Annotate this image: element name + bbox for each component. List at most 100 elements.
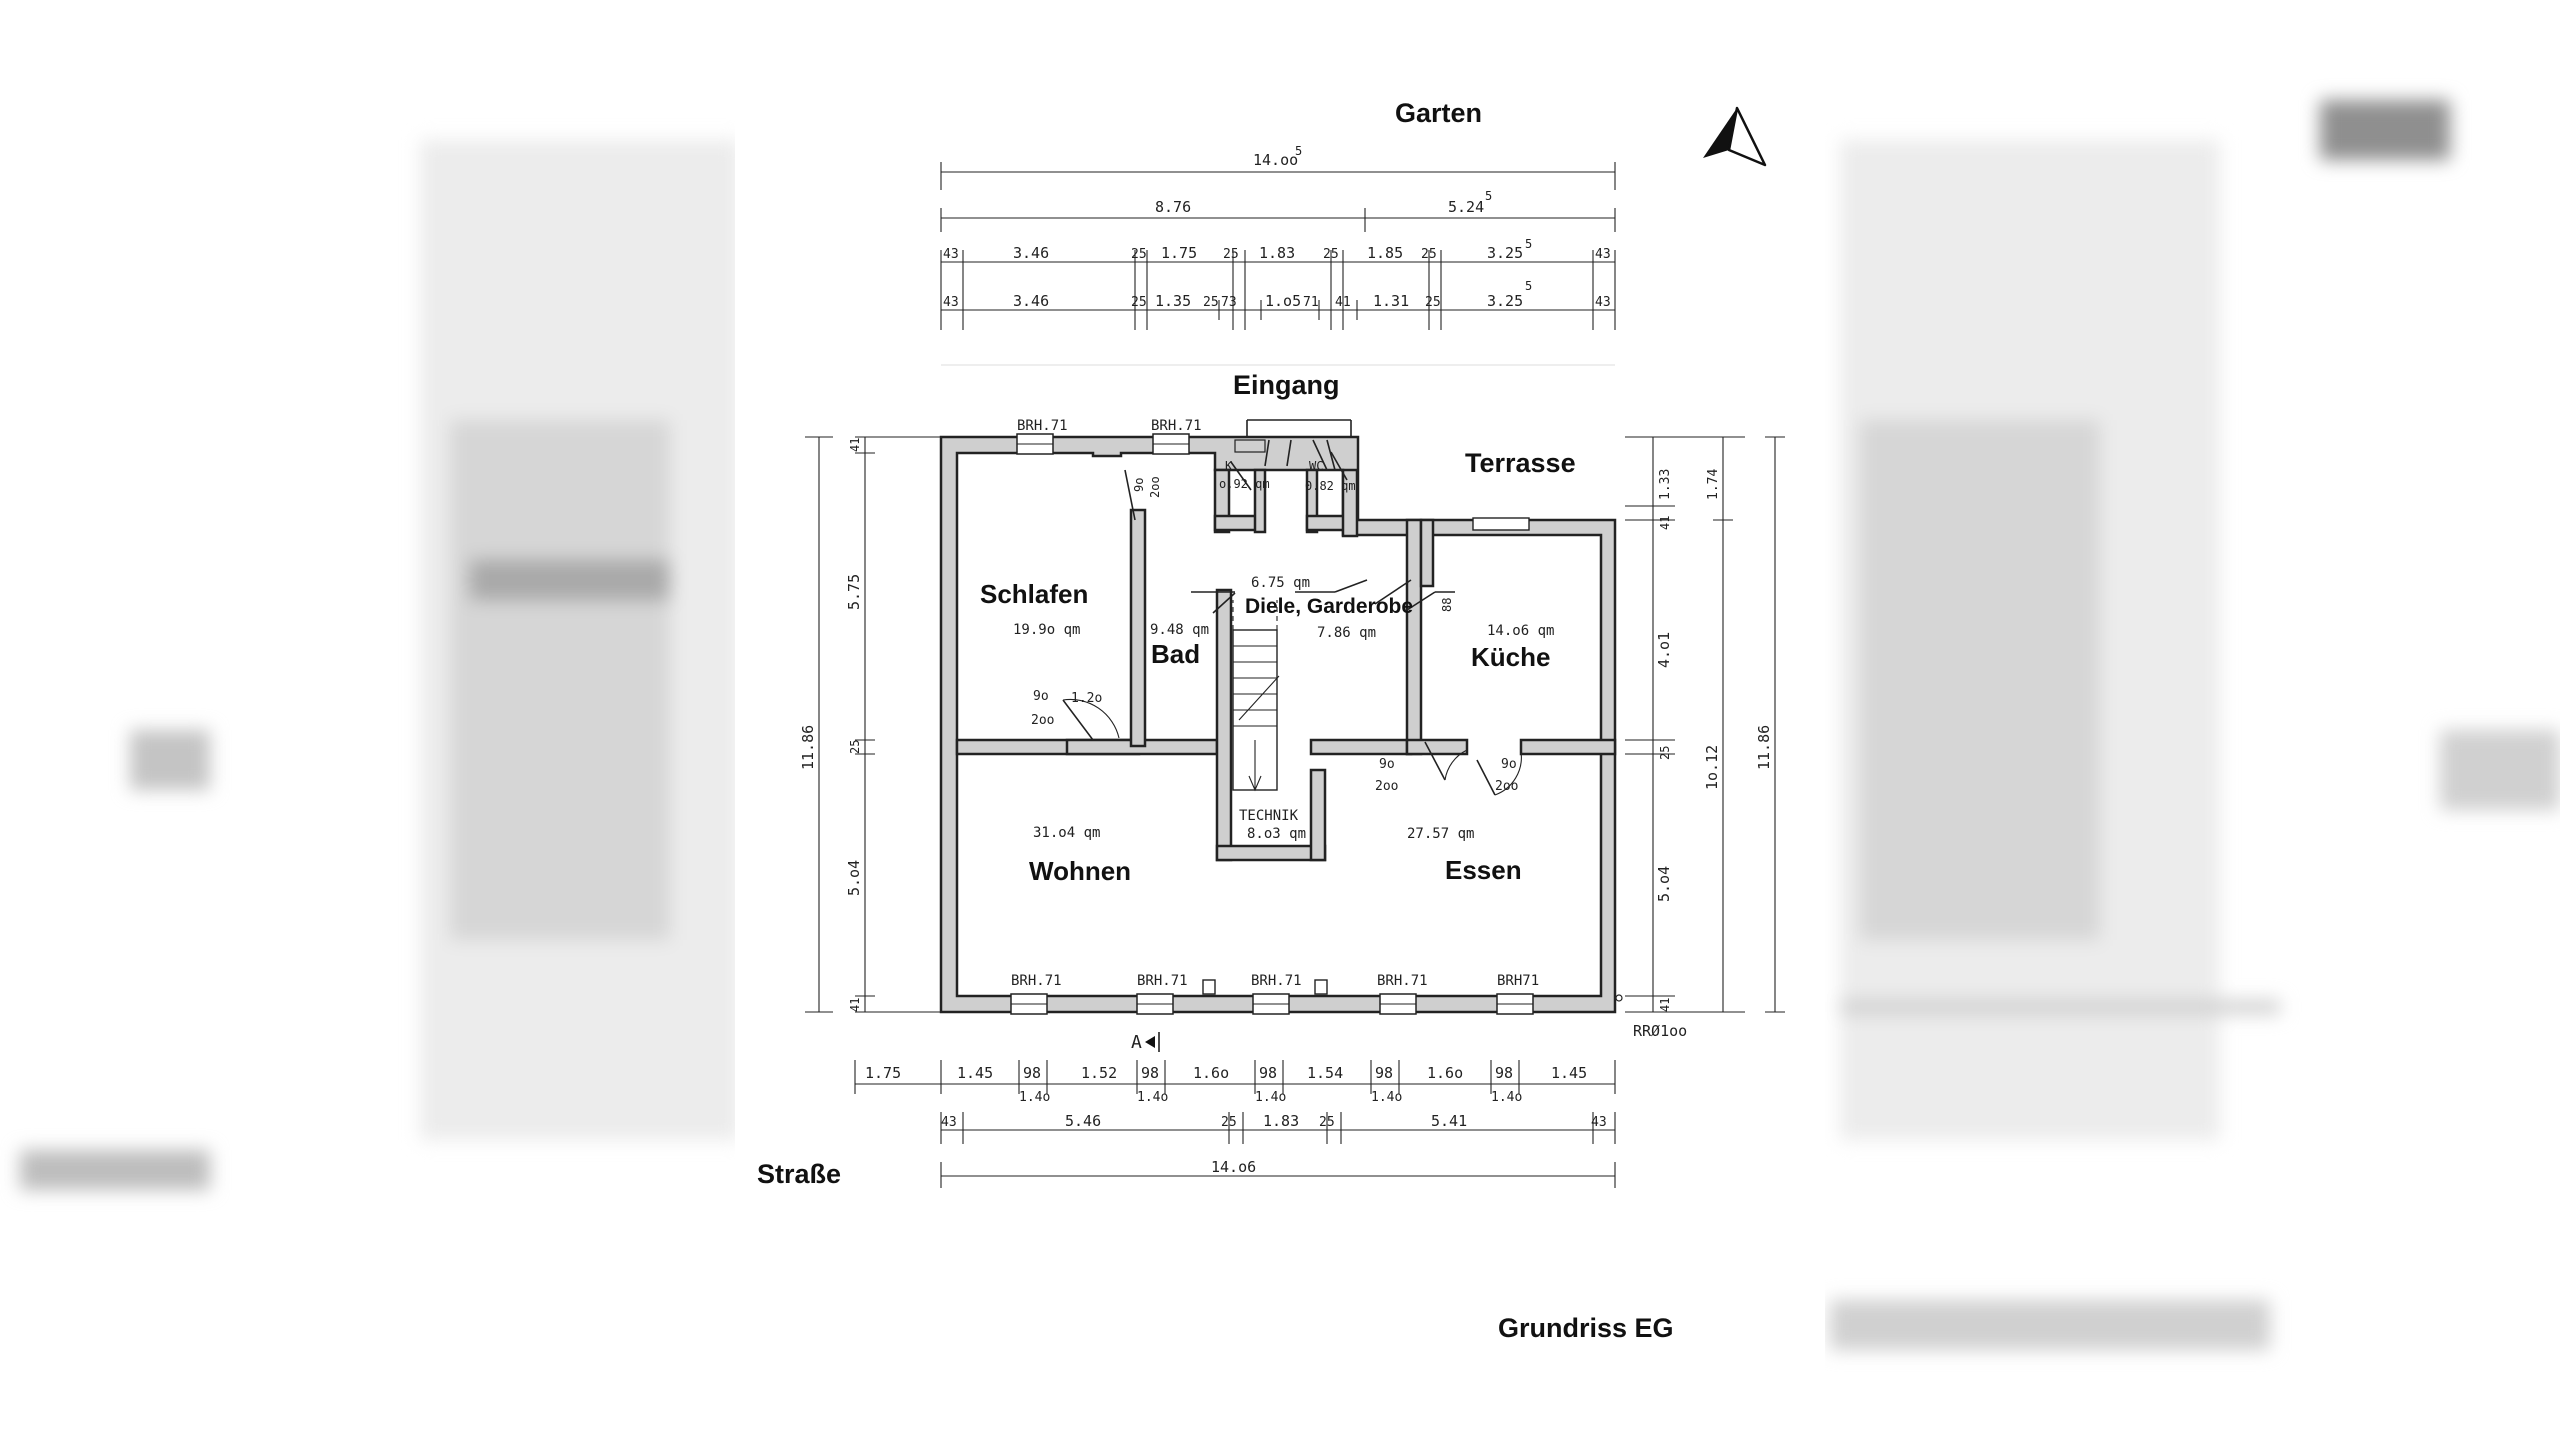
door-schlafen-h: 2oo	[1031, 713, 1054, 728]
bottom-dim2-0: 43	[941, 1115, 957, 1130]
room-wohnen-area: 31.o4 qm	[1033, 825, 1100, 841]
right-dim-2: 4.o1	[1655, 632, 1673, 668]
bottom-dim2-6: 43	[1591, 1115, 1607, 1130]
room-technik-area: 8.o3 qm	[1247, 826, 1306, 842]
bottom-dim-sub-0: 1.4o	[1019, 1090, 1050, 1105]
terrasse-label: Terrasse	[1465, 448, 1576, 478]
dim-row2-2: 25	[1131, 247, 1147, 262]
door-annotations: 9o 2oo 1.2o 9o 2oo 9o 2oo 9o 2oo 88	[1031, 476, 1518, 794]
brh-top-2: BRH.71	[1151, 418, 1202, 434]
right-dim-t1: 1.74	[1706, 469, 1721, 500]
bottom-dim-11: 1.45	[1551, 1064, 1587, 1082]
door-kueche-h: 2oo	[1495, 779, 1518, 794]
dim-row3-1: 3.46	[1013, 292, 1049, 310]
room-k-name: K	[1225, 459, 1233, 473]
left-dim-total: 11.86	[799, 725, 817, 770]
dim-row2-10: 43	[1595, 247, 1611, 262]
room-labels: Schlafen 19.9o qm 9.48 qm Bad 6.75 qm Di…	[980, 459, 1554, 886]
right-dim-1: 1.33	[1658, 469, 1673, 500]
bottom-dim-2: 98	[1023, 1064, 1041, 1082]
room-essen-area: 27.57 qm	[1407, 826, 1474, 842]
bottom-dim-sub-2: 1.4o	[1255, 1090, 1286, 1105]
strasse-label: Straße	[757, 1159, 841, 1189]
door-kueche-side: 88	[1440, 598, 1454, 612]
bottom-dim-total: 14.o6	[1211, 1158, 1256, 1176]
door-kueche-w: 9o	[1501, 757, 1517, 772]
dim-row3-11: 3.25	[1487, 292, 1523, 310]
right-dim-5: 41	[1658, 998, 1672, 1012]
bottom-dim2-3: 1.83	[1263, 1112, 1299, 1130]
windows	[1010, 433, 1534, 1015]
brh-bottom-1: BRH.71	[1011, 973, 1062, 989]
dim-row3-0: 43	[943, 295, 959, 310]
room-kueche-name: Küche	[1471, 642, 1550, 672]
dim-row2-sup: 5	[1525, 237, 1532, 251]
dim-row2-5: 1.83	[1259, 244, 1295, 262]
north-arrow-icon	[1703, 106, 1767, 167]
brh-bottom-3: BRH.71	[1251, 973, 1302, 989]
door-schlafen-x: 1.2o	[1071, 691, 1102, 706]
door-schlafen-w: 9o	[1033, 689, 1049, 704]
right-dim-3: 25	[1658, 746, 1672, 760]
brh-bottom-5: BRH71	[1497, 973, 1539, 989]
dim-row2-4: 25	[1223, 247, 1239, 262]
room-diele-area2: 7.86 qm	[1317, 625, 1376, 641]
title-grundriss: Grundriss EG	[1498, 1313, 1674, 1343]
room-essen-name: Essen	[1445, 855, 1522, 885]
room-k-area: o.92 qm	[1219, 477, 1270, 491]
left-dim-1: 41	[848, 438, 862, 452]
brh-bottom-2: BRH.71	[1137, 973, 1188, 989]
bottom-dim2-1: 5.46	[1065, 1112, 1101, 1130]
left-dim-3: 25	[848, 740, 862, 754]
dim-row3-7: 71	[1303, 295, 1319, 310]
bottom-dim-10: 98	[1495, 1064, 1513, 1082]
room-bad-area: 9.48 qm	[1150, 622, 1209, 638]
dim-row3-9: 1.31	[1373, 292, 1409, 310]
stairs	[1232, 600, 1280, 792]
dim-row2-1: 3.46	[1013, 244, 1049, 262]
dim-row3-4: 25	[1203, 295, 1219, 310]
dim-row2-8: 25	[1421, 247, 1437, 262]
left-dim-4: 5.o4	[845, 860, 863, 896]
dim-row3-5: 73	[1221, 295, 1237, 310]
bottom-dim2-4: 25	[1319, 1115, 1335, 1130]
dim-row3-2: 25	[1131, 295, 1147, 310]
top-dimensions: 14.oo 5 8.76 5.24 5 43 3.46 25 1.75 25 1…	[940, 144, 1616, 330]
bottom-dim-sub-1: 1.4o	[1137, 1090, 1168, 1105]
rr-annotation: RRØ1oo	[1633, 1022, 1687, 1040]
dim-total-top-sup: 5	[1295, 144, 1302, 158]
room-wc-area: 0.82 qm	[1305, 479, 1356, 493]
bottom-dim-sub-4: 1.4o	[1491, 1090, 1522, 1105]
image-viewer[interactable]: 14.oo 5 8.76 5.24 5 43 3.46 25 1.75 25 1…	[735, 0, 1825, 1440]
room-bad-name: Bad	[1151, 639, 1200, 669]
left-dimensions: 11.86 41 5.75 25 5.o4 41	[799, 436, 945, 1013]
room-technik-name: TECHNIK	[1239, 808, 1299, 824]
bottom-dim-9: 1.6o	[1427, 1064, 1463, 1082]
bottom-dim-sub-3: 1.4o	[1371, 1090, 1402, 1105]
eingang-label: Eingang	[1233, 370, 1340, 400]
door-bad-h: 2oo	[1148, 476, 1162, 498]
bottom-dim2-5: 5.41	[1431, 1112, 1467, 1130]
bottom-dimensions: 1.75 1.45 98 1.52 98 1.6o 98 1.54 98 1.6…	[854, 1060, 1616, 1188]
dim-row3-12: 43	[1595, 295, 1611, 310]
room-wohnen-name: Wohnen	[1029, 856, 1131, 886]
door-diele-h: 2oo	[1375, 779, 1398, 794]
walls	[939, 435, 1617, 1014]
room-kueche-area: 14.o6 qm	[1487, 623, 1554, 639]
dim-row1-b: 5.24	[1448, 198, 1484, 216]
dim-row3-10: 25	[1425, 295, 1441, 310]
window-sill-annotations: BRH.71 BRH.71 BRH.71 BRH.71 BRH.71 BRH.7…	[1011, 418, 1539, 989]
dim-row2-7: 1.85	[1367, 244, 1403, 262]
right-dim-1b: 41	[1658, 516, 1672, 530]
section-marker: A	[1131, 1032, 1160, 1053]
section-marker-label: A	[1131, 1032, 1142, 1053]
bottom-dim-6: 98	[1259, 1064, 1277, 1082]
floor-plan-drawing: 14.oo 5 8.76 5.24 5 43 3.46 25 1.75 25 1…	[757, 98, 1785, 1343]
bottom-dim-7: 1.54	[1307, 1064, 1343, 1082]
room-wc-name: WC	[1309, 459, 1323, 473]
left-dim-2: 5.75	[845, 574, 863, 610]
left-dim-5: 41	[848, 998, 862, 1012]
dim-row3-8: 41	[1335, 295, 1351, 310]
brh-bottom-4: BRH.71	[1377, 973, 1428, 989]
